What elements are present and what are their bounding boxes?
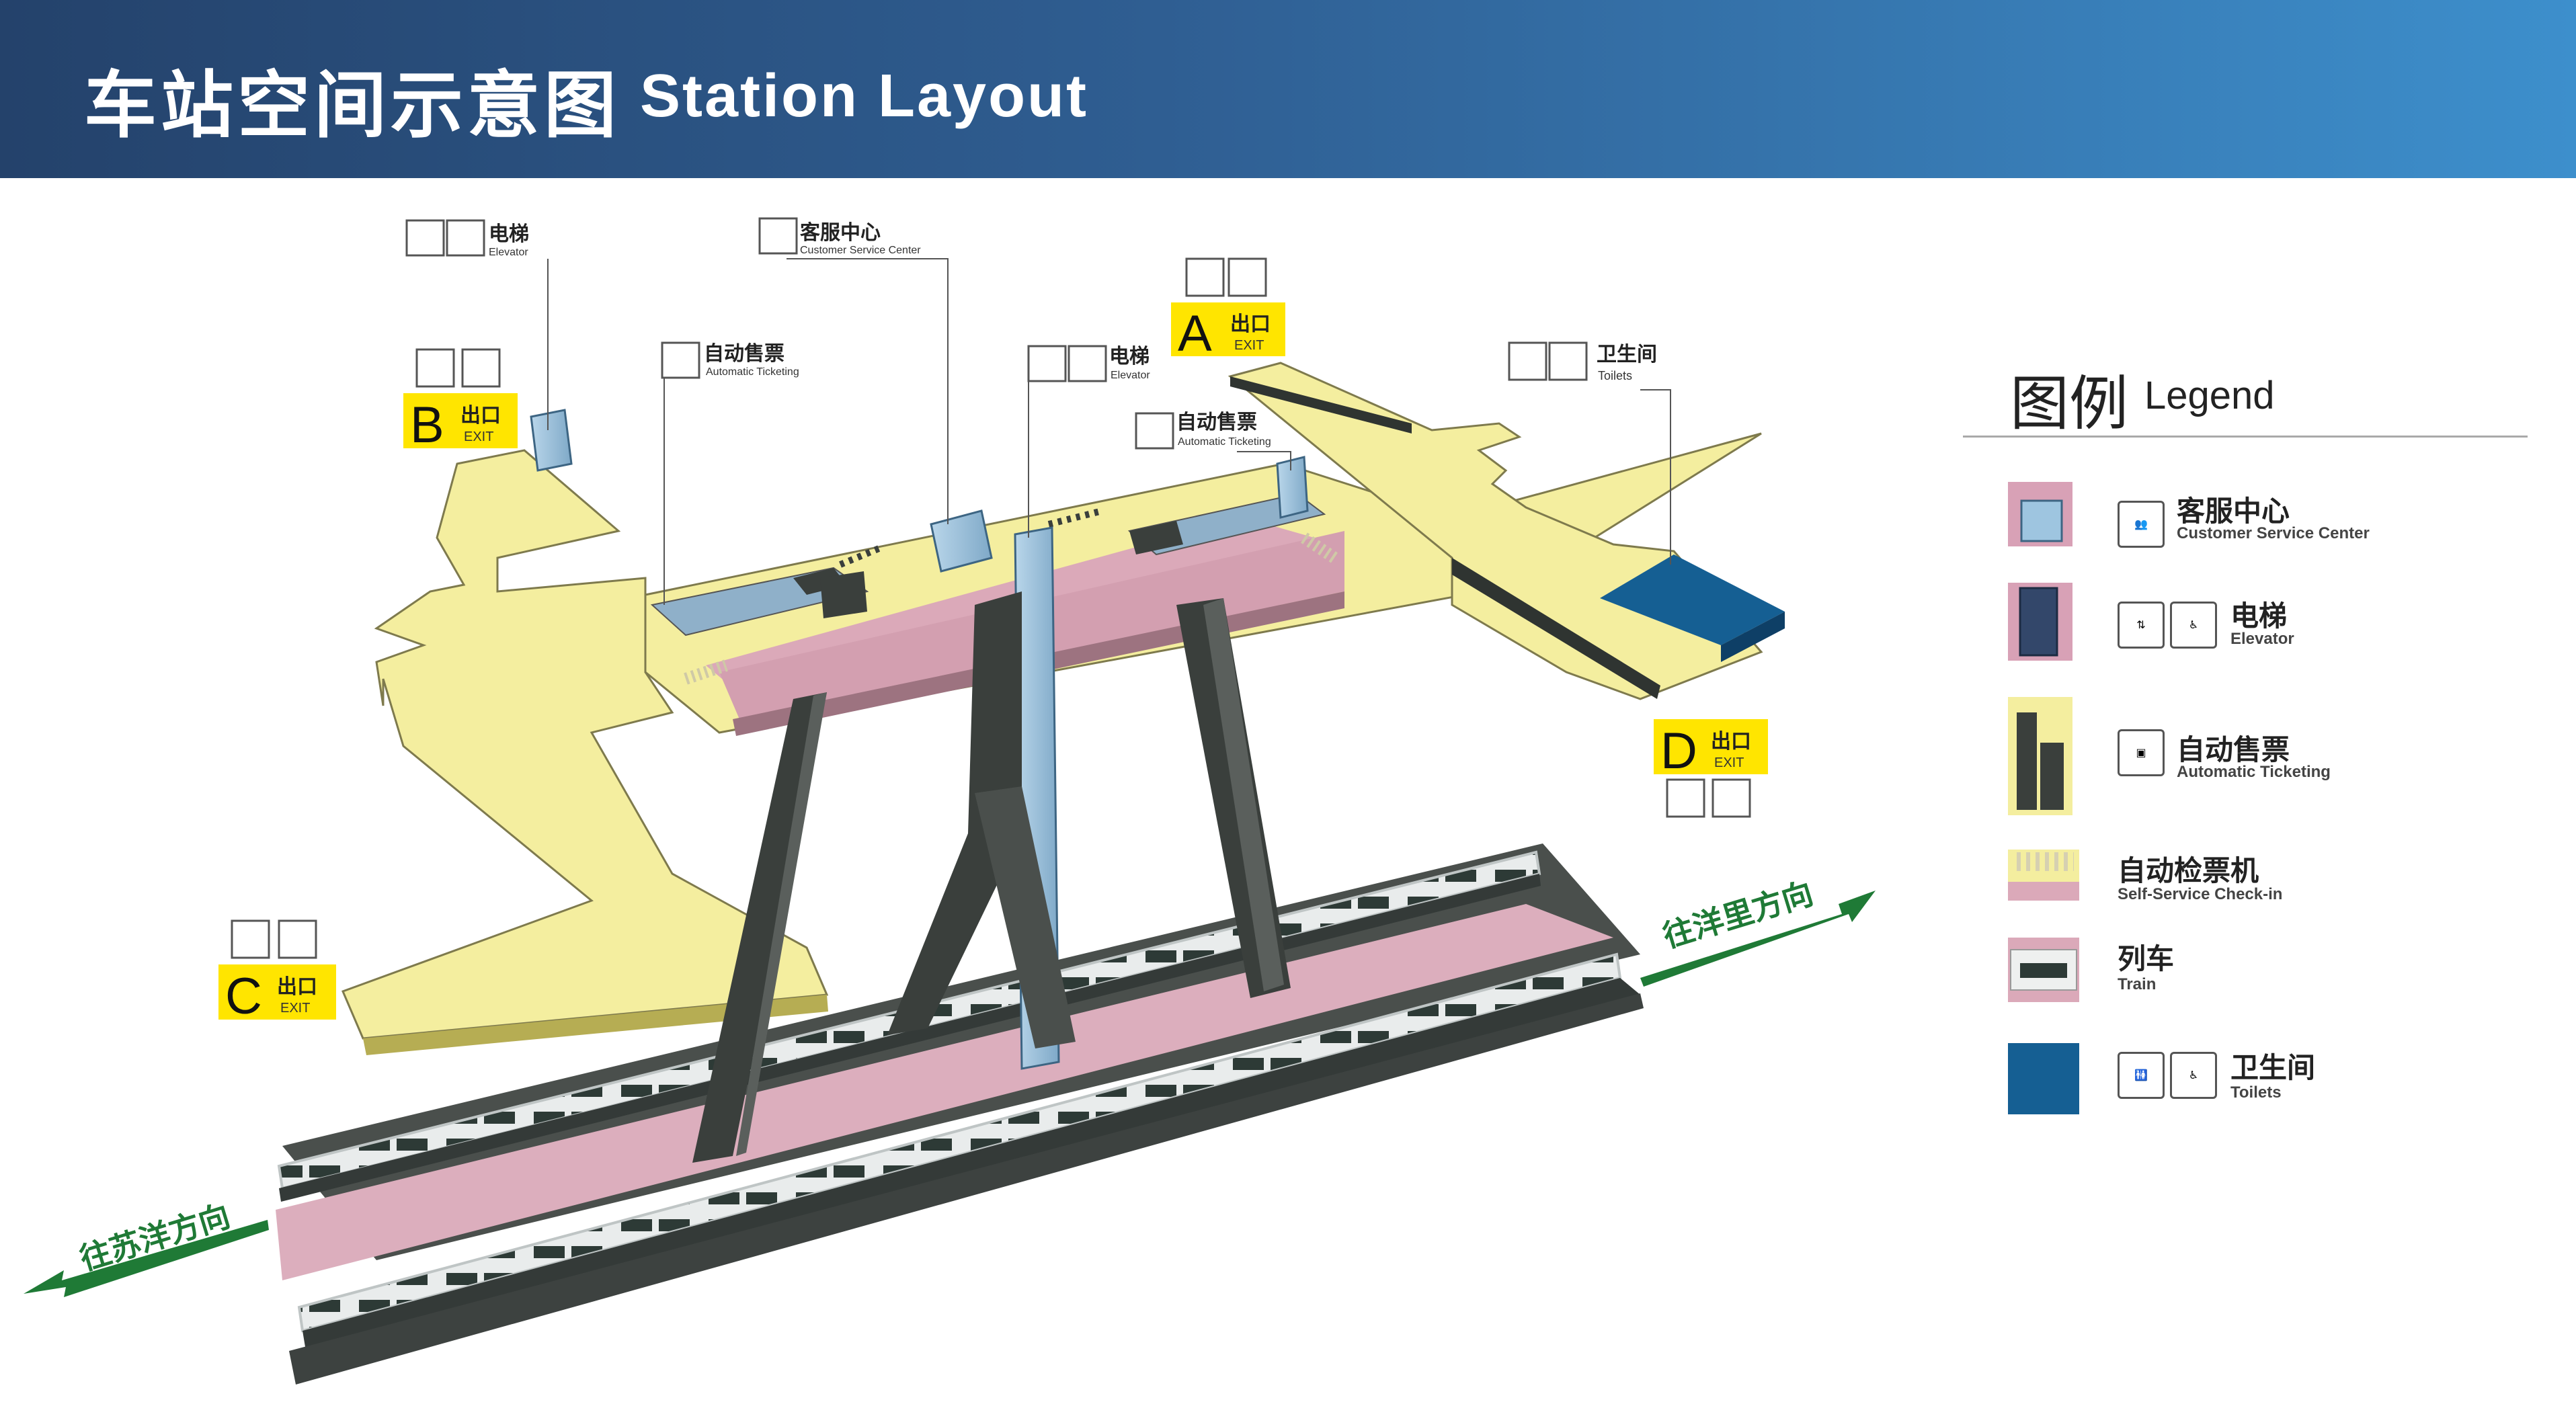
customer-service-box	[930, 509, 993, 573]
stair-left-support-inner	[736, 692, 827, 1156]
elevator-swatch	[2008, 583, 2072, 661]
wheelchair-icon: ♿	[2170, 602, 2217, 649]
customer-service-cn: 客服中心	[800, 221, 881, 245]
callout-ticketing-left: 自动售票 Automatic Ticketing	[661, 341, 799, 379]
callout-toilets: 卫生间 Toilets	[1508, 341, 1657, 382]
page-title-cn: 车站空间示意图	[84, 64, 621, 148]
ticketing-left-en: Automatic Ticketing	[706, 366, 799, 378]
toilets-en: Toilets	[1598, 369, 1632, 382]
elevator-left-en: Elevator	[489, 247, 528, 258]
toilet-icon: 🚻	[2118, 1052, 2165, 1099]
legend-item-toilets: 🚻 ♿ 卫生间 Toilets	[2007, 1042, 2558, 1122]
stair-center-right	[975, 786, 1076, 1048]
callout-ticketing-right: 自动售票 Automatic Ticketing	[1135, 411, 1271, 450]
exit-a-cn: 出口	[1230, 313, 1271, 336]
accessible-icon: ♿	[2170, 1052, 2217, 1099]
vertical-structure	[692, 591, 1291, 1163]
ticketing-left-cn: 自动售票	[704, 342, 784, 366]
legend-divider	[1963, 436, 2528, 438]
b-exit-dark-edge	[1230, 376, 1412, 434]
toilet-swatch	[2008, 1043, 2079, 1114]
header-banner: 车站空间示意图 Station Layout	[0, 0, 2576, 178]
exit-b-en: EXIT	[464, 429, 493, 444]
legend-item-check-in: 自动检票机 Self-Service Check-in	[2007, 848, 2558, 929]
exit-c-en: EXIT	[280, 1001, 310, 1016]
ticket-machines-left	[650, 567, 869, 636]
staff-icon: 👥	[2118, 501, 2165, 548]
train-swatch	[2008, 938, 2079, 1002]
exit-a-en: EXIT	[1234, 338, 1264, 353]
customer-service-swatch	[2008, 482, 2072, 546]
ticket-machine-icon: ▣	[2118, 729, 2165, 776]
exit-b-letter: B	[410, 397, 444, 454]
exit-a: A 出口 EXIT	[1171, 257, 1285, 362]
legend-item-elevator: ⇅ ♿ 电梯 Elevator	[2007, 581, 2558, 662]
exit-d-en: EXIT	[1714, 755, 1744, 770]
island-platform	[276, 904, 1613, 1280]
exit-d-cn: 出口	[1711, 730, 1751, 753]
ticketing-right-en: Automatic Ticketing	[1178, 436, 1271, 448]
customer-service-en: Customer Service Center	[800, 245, 921, 256]
concourse-level	[341, 362, 1785, 1070]
exit-d-letter: D	[1660, 723, 1697, 780]
exit-c-cn: 出口	[277, 975, 317, 999]
direction-right-label: 往洋里方向	[1658, 875, 1817, 955]
legend-title-cn: 图例	[2010, 369, 2129, 438]
concourse-right-wing	[1227, 362, 1763, 700]
ticketing-right-cn: 自动售票	[1176, 411, 1257, 434]
elevator-left-cn: 电梯	[489, 222, 529, 246]
callout-elevator-left: 电梯 Elevator	[405, 219, 529, 258]
ticket-machines-right	[1127, 493, 1326, 556]
exit-b: B 出口 EXIT	[403, 348, 518, 454]
exit-d: D 出口 EXIT	[1654, 719, 1768, 818]
elevator-mid-cn: 电梯	[1109, 345, 1150, 368]
exit-b-cn: 出口	[460, 404, 501, 427]
callout-leaders	[547, 258, 1671, 605]
concourse-left-wing-edge	[363, 995, 828, 1055]
check-in-gates-left	[684, 544, 882, 685]
legend-item-train: 列车 Train	[2007, 936, 2558, 1017]
page-title-en: Station Layout	[640, 63, 1088, 130]
exit-a-letter: A	[1178, 305, 1212, 362]
toilet-block-side	[1721, 612, 1785, 662]
elevator-a-exit	[1276, 456, 1309, 519]
ticketing-swatch	[2008, 697, 2072, 815]
toilet-block	[1600, 554, 1785, 645]
check-in-swatch	[2008, 850, 2079, 901]
callout-customer-service: 客服中心 Customer Service Center	[758, 217, 921, 256]
stair-left-support	[692, 692, 827, 1163]
train-front	[289, 952, 1644, 1385]
direction-arrow-left: 往苏洋方向	[24, 1198, 269, 1297]
stair-center	[887, 591, 1022, 1035]
legend-item-ticketing: ▣ 自动售票 Automatic Ticketing	[2007, 696, 2558, 815]
legend-item-customer-service: 👥 客服中心 Customer Service Center	[2007, 481, 2558, 561]
direction-arrow-right: 往洋里方向	[1640, 875, 1876, 987]
stair-right-steps	[1203, 598, 1284, 991]
toilets-cn: 卫生间	[1597, 343, 1657, 366]
elevator-icon: ⇅	[2118, 602, 2165, 649]
callout-elevator-mid: 电梯 Elevator	[1027, 345, 1150, 382]
elevator-mid-en: Elevator	[1111, 370, 1150, 381]
elevator-b-exit	[530, 409, 573, 472]
exit-c-letter: C	[225, 968, 262, 1025]
right-wing-dark-edge	[1452, 558, 1660, 699]
exit-c: C 出口 EXIT	[218, 919, 336, 1025]
legend-title-en: Legend	[2144, 374, 2275, 417]
